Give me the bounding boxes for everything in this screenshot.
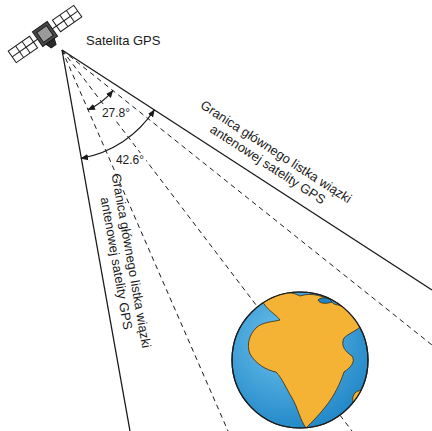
angle-label: 42.6° (114, 153, 146, 167)
gps-satellite (7, 4, 86, 70)
angle-label: 27.8° (100, 106, 132, 120)
beam-boundary-label: Granica głównego listka wiązki antenowej… (180, 91, 364, 225)
satellite-label: Satelita GPS (86, 33, 160, 48)
beam-boundary-label: Granica głównego listka wiązki antenowej… (92, 161, 156, 363)
earth-globe (232, 292, 368, 428)
